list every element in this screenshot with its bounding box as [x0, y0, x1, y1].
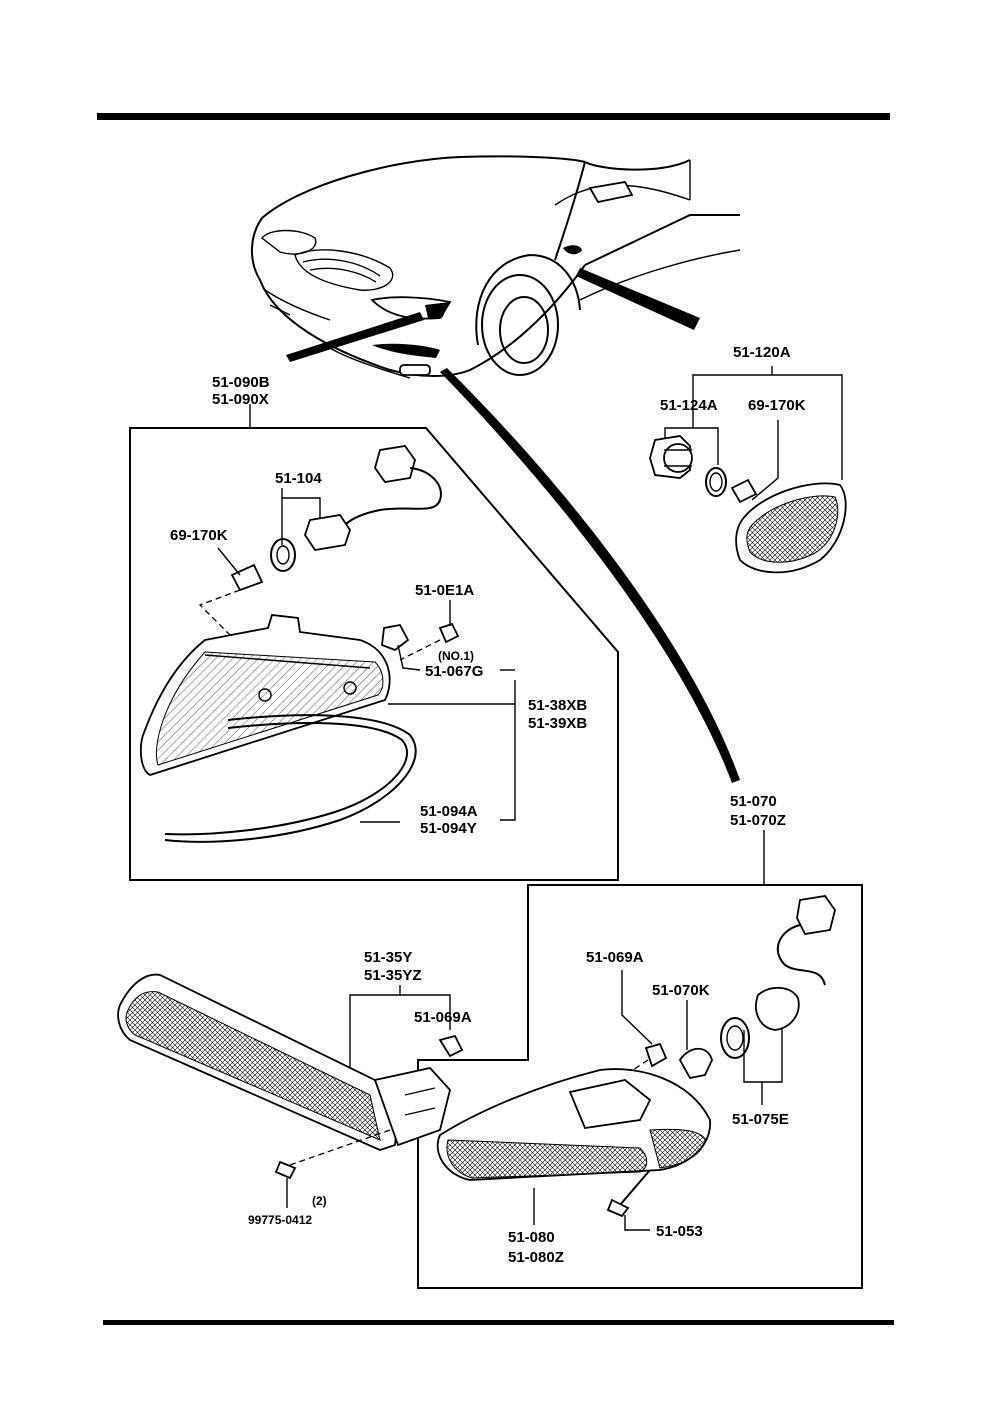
label-51-104: 51-104 — [275, 470, 322, 487]
label-51-38XB: 51-38XB — [528, 697, 587, 714]
label-51-35YZ: 51-35YZ — [364, 967, 422, 984]
turn-signal-box — [417, 830, 863, 1289]
part-labels: 51-090B 51-090X 51-104 69-170K 51-0E1A (… — [170, 344, 806, 1266]
bumper-lamp — [117, 973, 464, 1208]
label-51-070K: 51-070K — [652, 982, 710, 999]
label-99775-0412: 99775-0412 — [248, 1213, 312, 1227]
bottom-rule — [103, 1320, 894, 1325]
label-no1: (NO.1) — [438, 649, 474, 663]
label-51-0E1A: 51-0E1A — [415, 582, 474, 599]
label-51-120A: 51-120A — [733, 344, 791, 361]
label-51-067G: 51-067G — [425, 663, 483, 680]
label-51-094Y: 51-094Y — [420, 820, 477, 837]
label-qty-2: (2) — [312, 1194, 327, 1208]
label-51-053: 51-053 — [656, 1223, 703, 1240]
label-51-090X: 51-090X — [212, 391, 269, 408]
label-51-39XB: 51-39XB — [528, 715, 587, 732]
corner-lamp-box — [129, 404, 619, 881]
label-51-080Z: 51-080Z — [508, 1249, 564, 1266]
label-51-35Y: 51-35Y — [364, 949, 412, 966]
side-marker-assembly — [649, 366, 847, 574]
label-51-069A-a: 51-069A — [586, 949, 644, 966]
label-51-070Z: 51-070Z — [730, 812, 786, 829]
label-69-170K-b: 69-170K — [748, 397, 806, 414]
top-rule — [97, 113, 890, 120]
label-51-094A: 51-094A — [420, 803, 478, 820]
label-51-090B: 51-090B — [212, 374, 270, 391]
label-51-080: 51-080 — [508, 1229, 555, 1246]
label-69-170K-a: 69-170K — [170, 527, 228, 544]
label-51-069A-b: 51-069A — [414, 1009, 472, 1026]
label-51-124A: 51-124A — [660, 397, 718, 414]
car-overview — [250, 155, 741, 783]
label-51-075E: 51-075E — [732, 1111, 789, 1128]
label-51-070: 51-070 — [730, 793, 777, 810]
